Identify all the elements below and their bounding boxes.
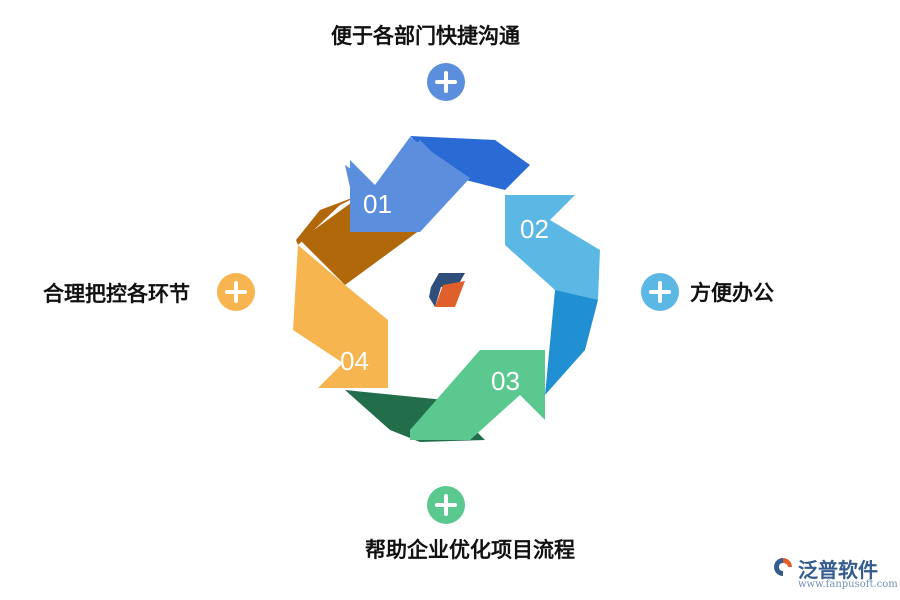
step-number-04: 04	[340, 346, 369, 376]
segment-02	[505, 195, 600, 300]
step-label-01: 便于各部门快捷沟通	[331, 24, 520, 48]
step-number-03: 03	[491, 366, 520, 396]
segment-04	[293, 245, 388, 388]
brand-watermark: 泛普软件 www.fanpusoft.com	[772, 554, 898, 594]
plus-icon-02	[641, 273, 679, 311]
brand-url: www.fanpusoft.com	[798, 579, 898, 590]
brand-logo-icon	[774, 558, 792, 576]
step-label-02: 方便办公	[690, 281, 774, 305]
brand-name: 泛普软件	[798, 558, 878, 582]
plus-icon-04	[217, 273, 255, 311]
step-label-04: 合理把控各环节	[43, 282, 190, 306]
center-logo-icon	[429, 273, 465, 307]
segment-01-fold	[410, 136, 530, 190]
step-number-02: 02	[520, 214, 549, 244]
plus-icon-03	[427, 486, 465, 524]
step-number-01: 01	[363, 189, 392, 219]
segment-03	[410, 350, 545, 440]
plus-icon-01	[427, 63, 465, 101]
step-label-03: 帮助企业优化项目流程	[365, 538, 575, 562]
